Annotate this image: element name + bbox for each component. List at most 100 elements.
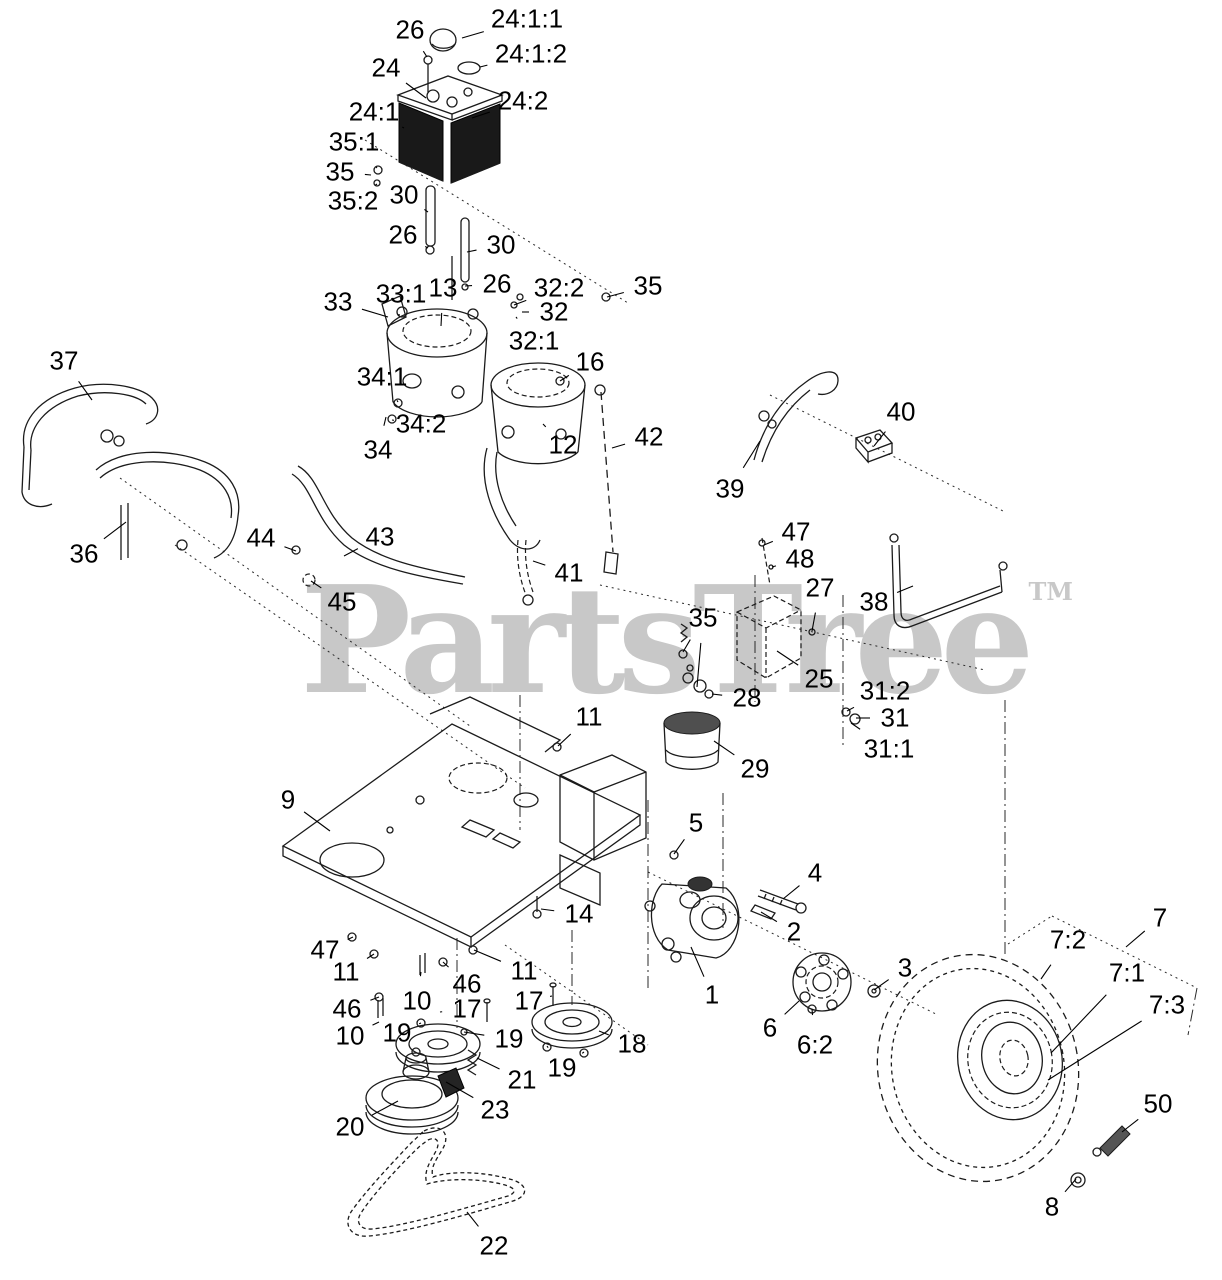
idler-pulley-19 (395, 1018, 481, 1073)
part-callout-48: 48 (785, 543, 815, 574)
fitting-block-40 (854, 429, 894, 464)
part-callout-34-1: 34:1 (356, 361, 408, 392)
part-callout-11: 11 (510, 955, 538, 986)
construction-lines (119, 64, 1198, 1046)
gearbox-mount-14 (559, 754, 647, 861)
valve-stem-50 (1092, 1125, 1131, 1157)
wheel-motor-1 (644, 876, 740, 963)
pulley-18 (531, 1002, 613, 1058)
pump-fasteners (387, 292, 611, 424)
bolt-19 (542, 1042, 552, 1052)
hub-7-3 (999, 1039, 1029, 1077)
bracket-33 (381, 295, 407, 327)
part-callout-46: 46 (452, 968, 482, 999)
screw-35-right (601, 292, 611, 302)
bolt-26 (461, 283, 469, 291)
part-callout-24: 24 (371, 52, 401, 83)
fitting-28 (678, 623, 714, 699)
part-callout-41: 41 (554, 557, 584, 588)
part-callout-1: 1 (704, 979, 720, 1010)
frame-plate-9 (281, 696, 647, 1018)
part-callout-43: 43 (365, 521, 395, 552)
part-callout-20: 20 (335, 1111, 365, 1142)
bolt-31 (841, 707, 861, 725)
part-callout-36: 36 (69, 538, 99, 569)
clamp-45 (302, 573, 316, 587)
tube-30-right (460, 217, 470, 291)
part-callout-37: 37 (49, 345, 79, 376)
oil-cooler-24 (396, 28, 504, 184)
part-callout-32: 32 (539, 296, 569, 327)
part-callout-30: 30 (389, 179, 419, 210)
part-callout-28: 28 (732, 682, 762, 713)
screws-35-top (373, 165, 383, 187)
cooler-core-right (450, 103, 501, 184)
hydro-pump-12 (483, 362, 586, 550)
hose-38 (889, 533, 1008, 629)
washer-46b (374, 992, 384, 1002)
part-callout-47: 47 (310, 934, 340, 965)
bolt-19c (416, 1018, 426, 1028)
part-callout-47: 47 (781, 516, 811, 547)
bolt-14 (532, 909, 542, 919)
part-callout-5: 5 (688, 807, 704, 838)
bolt-16 (555, 376, 565, 386)
washer-3 (867, 984, 881, 998)
part-callout-23: 23 (480, 1094, 510, 1125)
lug-nut-8 (1070, 1172, 1086, 1188)
part-callout-35-1: 35:1 (328, 126, 380, 157)
watermark: PartsTreeTM (300, 566, 1073, 714)
part-callout-14: 14 (564, 898, 594, 929)
nut-34-2 (387, 414, 397, 424)
part-callout-39: 39 (715, 473, 745, 504)
part-callout-25: 25 (804, 663, 834, 694)
part-callout-26: 26 (482, 268, 512, 299)
part-callout-10: 10 (335, 1020, 365, 1051)
tube-30-left (423, 55, 436, 255)
part-callout-19: 19 (382, 1017, 412, 1048)
screw-32 (510, 301, 518, 309)
bolt-5 (669, 850, 679, 860)
part-callout-45: 45 (327, 586, 357, 617)
part-callout-7-1: 7:1 (1108, 957, 1146, 988)
bolt-11c (468, 945, 478, 955)
hose-36 (95, 451, 240, 560)
part-callout-18: 18 (617, 1028, 647, 1059)
part-callout-35-2: 35:2 (327, 185, 379, 216)
part-callout-35: 35 (688, 602, 718, 633)
frame-fasteners (347, 742, 679, 1002)
part-callout-31-2: 31:2 (859, 675, 911, 706)
part-callout-40: 40 (886, 396, 916, 427)
part-callout-13: 13 (428, 272, 458, 303)
part-callout-21: 21 (507, 1064, 537, 1095)
part-callout-7: 7 (1152, 902, 1168, 933)
hose-37 (21, 383, 159, 508)
part-callout-26: 26 (388, 219, 418, 250)
part-callout-46: 46 (332, 993, 362, 1024)
spacers-10 (377, 953, 426, 1018)
part-callout-29: 29 (740, 753, 770, 784)
washer-46 (438, 957, 448, 967)
part-callout-12: 12 (548, 429, 578, 460)
part-callout-32-2: 32:2 (533, 272, 585, 303)
screws-47-48 (758, 537, 774, 586)
part-callout-30: 30 (486, 229, 516, 260)
shaft-key-2 (750, 904, 776, 920)
part-callout-17: 17 (452, 993, 482, 1024)
part-callout-7-3: 7:3 (1148, 989, 1186, 1020)
part-callout-8: 8 (1044, 1191, 1060, 1222)
part-callout-19: 19 (547, 1052, 577, 1083)
part-callout-3: 3 (897, 952, 913, 983)
rim-7-2 (956, 999, 1064, 1121)
leader-lines (78, 31, 1146, 1227)
part-callout-6: 6 (762, 1012, 778, 1043)
part-callout-22: 22 (479, 1230, 509, 1261)
clutch-20 (365, 1047, 459, 1135)
part-callout-16: 16 (575, 346, 605, 377)
spring-21 (466, 1049, 478, 1076)
nut-34-1 (393, 398, 403, 408)
part-callout-44: 44 (246, 522, 276, 553)
part-callout-33: 33 (323, 286, 353, 317)
